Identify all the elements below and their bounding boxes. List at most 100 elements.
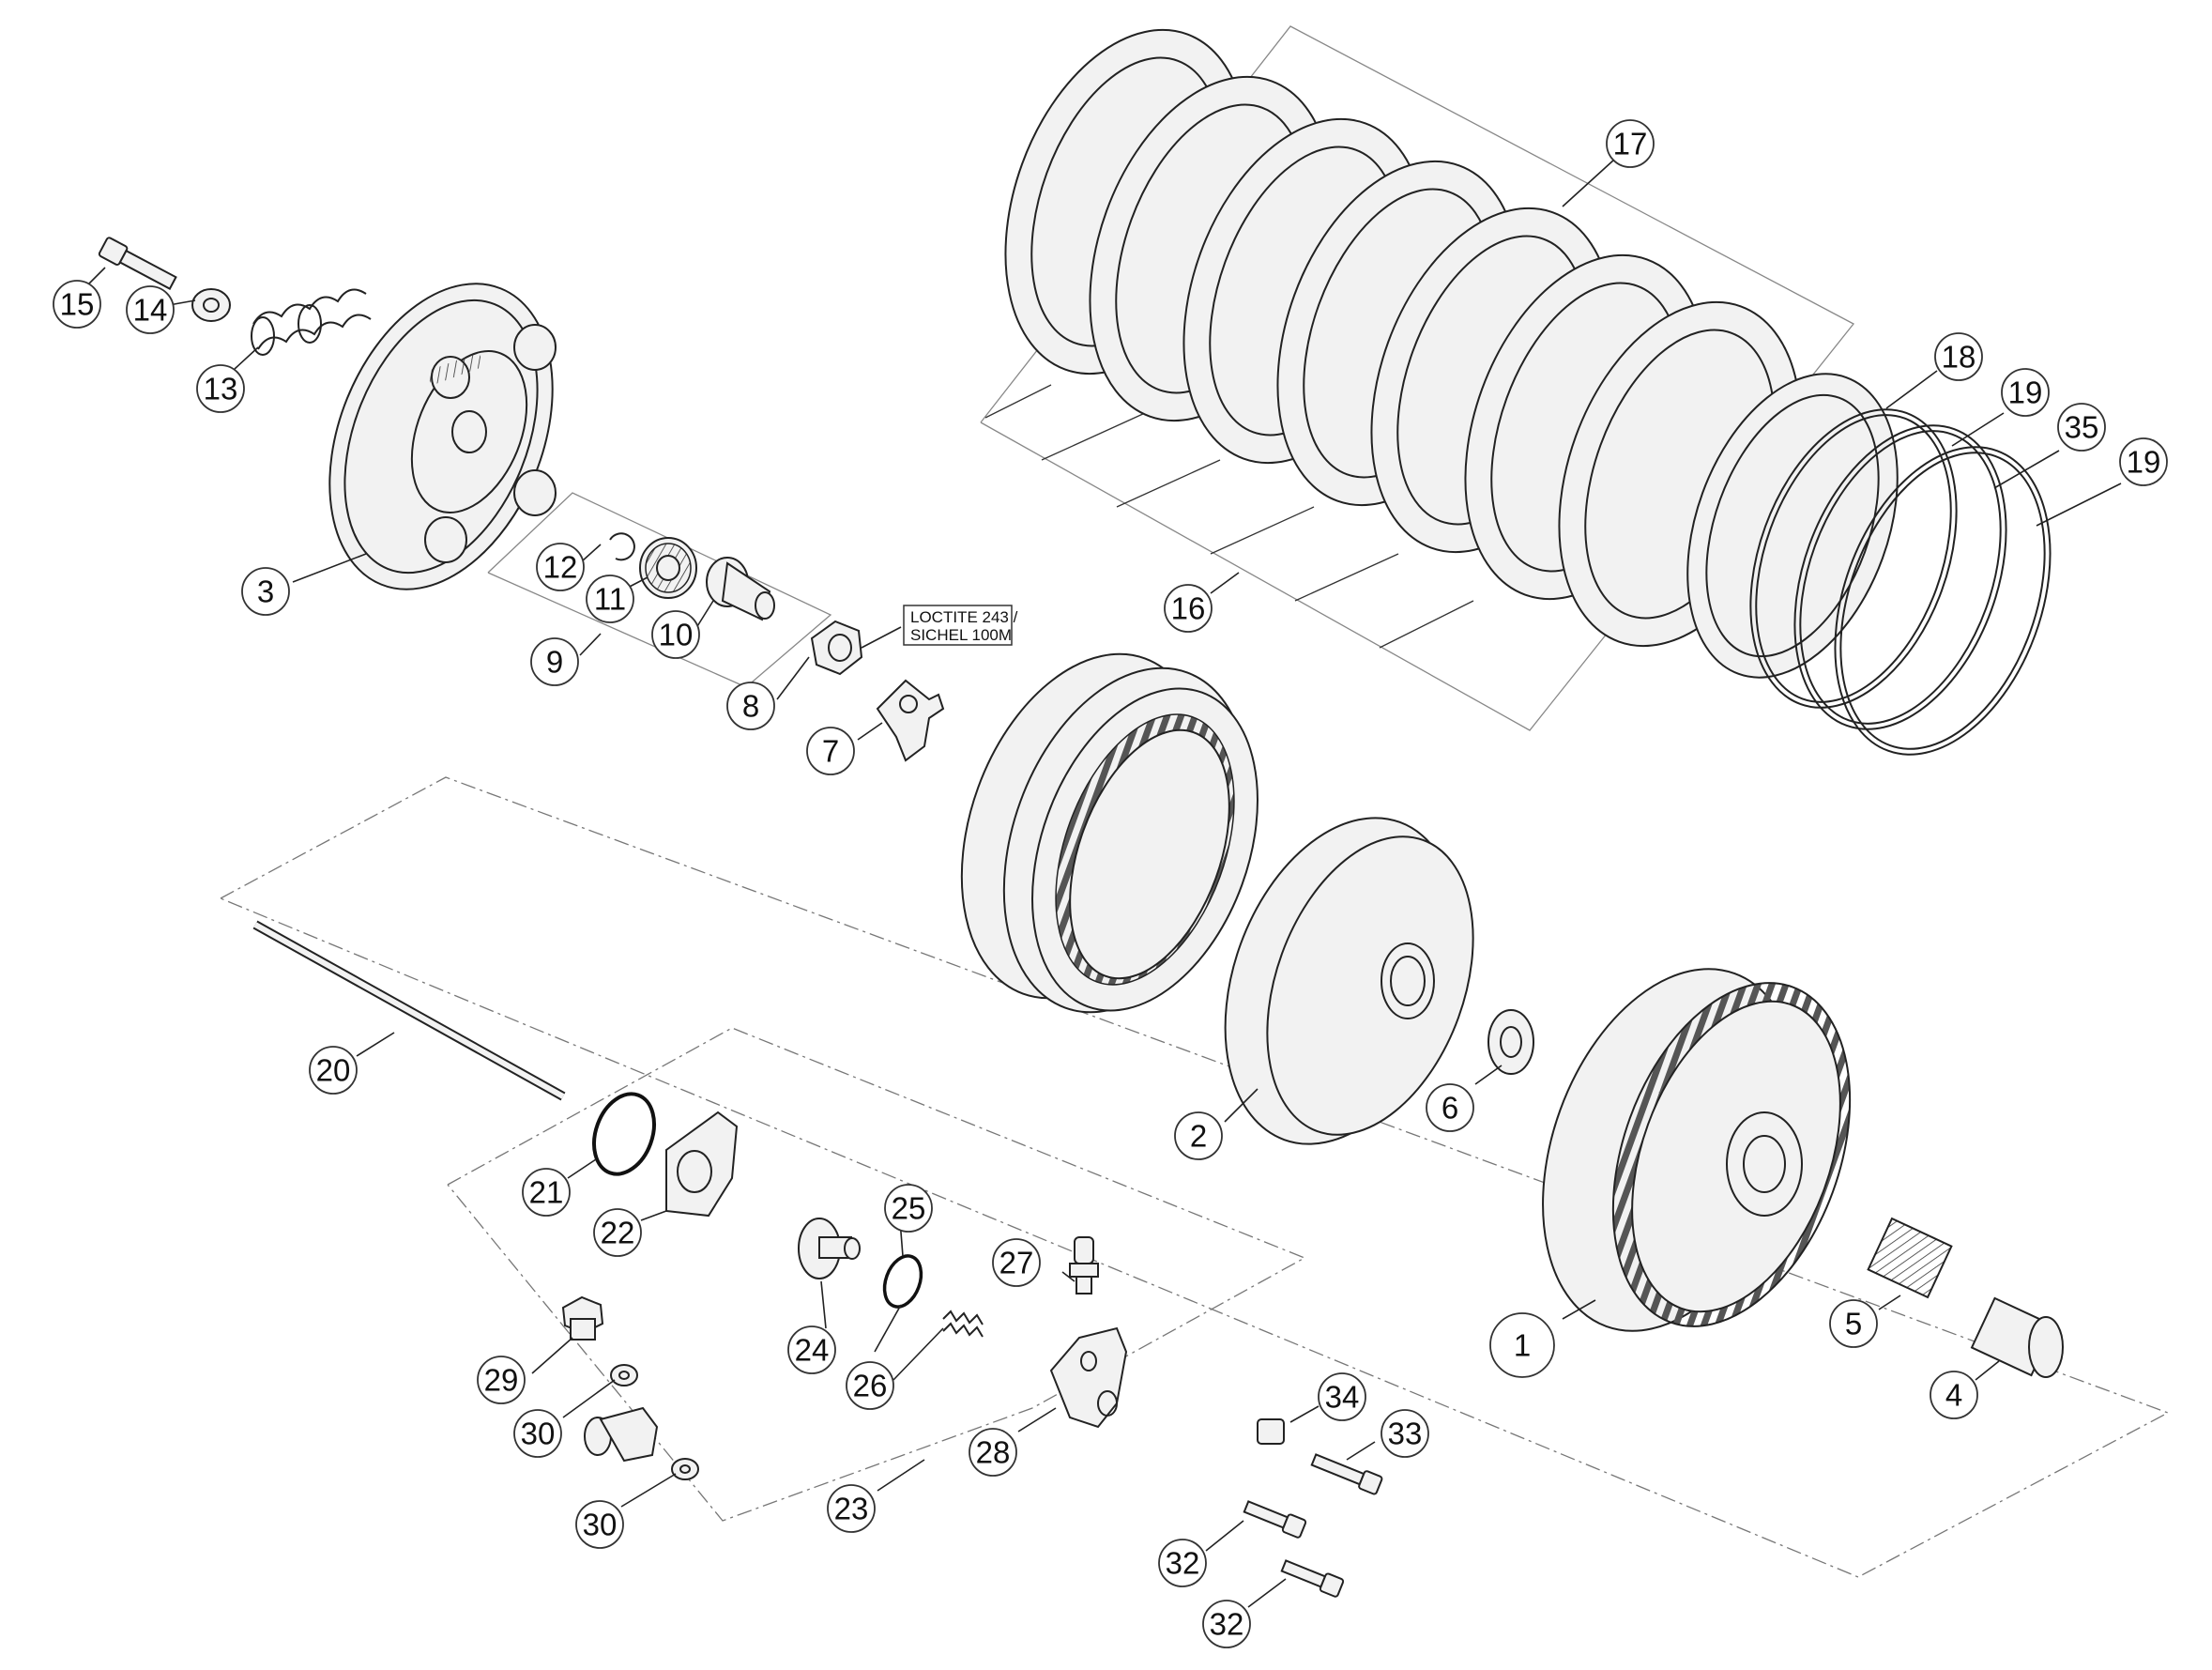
slave-cylinder-part-28: [1049, 1326, 1128, 1429]
gasket-part-22: [665, 1111, 739, 1218]
steel-disc-part-18: [1686, 373, 1899, 679]
inner-hub-part-2: [1224, 817, 1474, 1145]
assembled-disc-pack: [960, 652, 1259, 1014]
copper-washer-part-30a: [610, 1364, 638, 1387]
svg-text:4: 4: [1945, 1378, 1962, 1413]
svg-text:23: 23: [834, 1492, 869, 1526]
callout-13: 13: [196, 364, 245, 413]
svg-text:12: 12: [543, 550, 578, 585]
svg-text:2: 2: [1190, 1119, 1207, 1154]
copper-washer-part-30b: [671, 1458, 699, 1480]
washer-part-14: [191, 288, 231, 322]
callout-10: 10: [651, 610, 700, 659]
svg-text:11: 11: [594, 582, 626, 617]
callout-28: 28: [969, 1428, 1017, 1477]
svg-text:8: 8: [742, 689, 759, 724]
callout-8: 8: [726, 682, 775, 730]
callout-5: 5: [1829, 1299, 1878, 1348]
callout-33: 33: [1381, 1409, 1429, 1458]
callout-12: 12: [536, 543, 585, 591]
svg-text:3: 3: [257, 575, 274, 609]
nut-part-8: [810, 620, 863, 676]
banjo-fitting: [584, 1406, 659, 1463]
bolt-part-33: [1310, 1453, 1383, 1495]
svg-text:21: 21: [529, 1175, 564, 1210]
callout-18: 18: [1934, 332, 1983, 381]
svg-text:33: 33: [1388, 1417, 1423, 1451]
callout-16: 16: [1164, 584, 1213, 633]
callout-20: 20: [309, 1046, 358, 1095]
callout-35: 35: [2057, 403, 2106, 452]
callout-3: 3: [241, 567, 290, 616]
callout-32b: 32: [1202, 1600, 1251, 1648]
svg-text:32: 32: [1166, 1546, 1200, 1581]
bolt-part-15: [98, 237, 177, 290]
callout-9: 9: [530, 637, 579, 686]
push-rod-part-20: [252, 920, 566, 1101]
svg-text:13: 13: [204, 372, 238, 406]
clutch-basket-part-1: [1542, 968, 1852, 1332]
callout-15: 15: [53, 280, 101, 329]
svg-text:26: 26: [853, 1369, 888, 1403]
svg-text:28: 28: [976, 1435, 1011, 1470]
svg-text:19: 19: [2008, 375, 2043, 410]
bolt-part-32b: [1280, 1559, 1345, 1598]
callout-24: 24: [787, 1325, 836, 1374]
callout-4: 4: [1930, 1371, 1978, 1419]
callout-23: 23: [827, 1484, 876, 1533]
callout-26: 26: [846, 1361, 894, 1410]
svg-text:27: 27: [999, 1246, 1034, 1280]
bushing-part-4: [1970, 1296, 2064, 1378]
main-assembly-frame: [220, 776, 2170, 1578]
callout-32a: 32: [1158, 1539, 1207, 1587]
svg-text:16: 16: [1171, 591, 1206, 626]
callout-29: 29: [477, 1356, 526, 1404]
svg-text:9: 9: [546, 645, 563, 680]
svg-text:17: 17: [1613, 127, 1648, 161]
bleeder-part-27: [1069, 1236, 1099, 1295]
callout-30b: 30: [575, 1500, 624, 1549]
piston-part-24: [798, 1218, 861, 1279]
svg-text:19: 19: [2127, 445, 2161, 480]
svg-text:29: 29: [484, 1363, 519, 1398]
spring-part-26: [942, 1310, 984, 1338]
o-ring-part-21: [592, 1092, 656, 1176]
o-ring-part-25: [882, 1254, 923, 1309]
callout-30a: 30: [513, 1409, 562, 1458]
callout-11: 11: [586, 575, 634, 623]
callout-19b: 19: [2119, 437, 2168, 486]
svg-text:34: 34: [1325, 1380, 1360, 1415]
callout-1: 1: [1489, 1312, 1555, 1378]
pump-assembly-frame: [447, 1027, 1306, 1522]
callout-34: 34: [1318, 1372, 1366, 1421]
svg-text:15: 15: [60, 287, 95, 322]
svg-text:18: 18: [1942, 340, 1976, 375]
svg-text:30: 30: [521, 1417, 556, 1451]
spring-part-13: [251, 288, 372, 356]
svg-text:20: 20: [316, 1053, 351, 1088]
callout-21: 21: [522, 1168, 571, 1217]
leader-lines: [76, 159, 2122, 1608]
note-line-1: LOCTITE 243 /: [910, 608, 1018, 626]
spring-ring-part-19b: [1834, 446, 2052, 756]
svg-text:35: 35: [2065, 410, 2099, 445]
pressure-plate-part-3: [328, 283, 557, 590]
svg-text:22: 22: [601, 1216, 635, 1250]
svg-text:32: 32: [1210, 1607, 1244, 1642]
ring-part-35: [1793, 424, 2007, 730]
callout-14: 14: [126, 285, 175, 334]
bearing-part-11: [639, 537, 697, 599]
svg-text:24: 24: [795, 1333, 830, 1368]
callout-6: 6: [1426, 1083, 1474, 1132]
spring-ring-part-19: [1749, 408, 1958, 709]
svg-text:7: 7: [822, 734, 839, 769]
svg-text:1: 1: [1514, 1328, 1531, 1363]
svg-text:6: 6: [1442, 1091, 1458, 1126]
svg-text:5: 5: [1845, 1307, 1862, 1341]
note-line-2: SICHEL 100M: [910, 626, 1012, 644]
callout-22: 22: [593, 1208, 642, 1257]
banjo-bolt-part-29: [561, 1295, 604, 1341]
thrust-washer-part-6: [1487, 1009, 1534, 1075]
needle-bearing-part-5: [1867, 1217, 1953, 1299]
